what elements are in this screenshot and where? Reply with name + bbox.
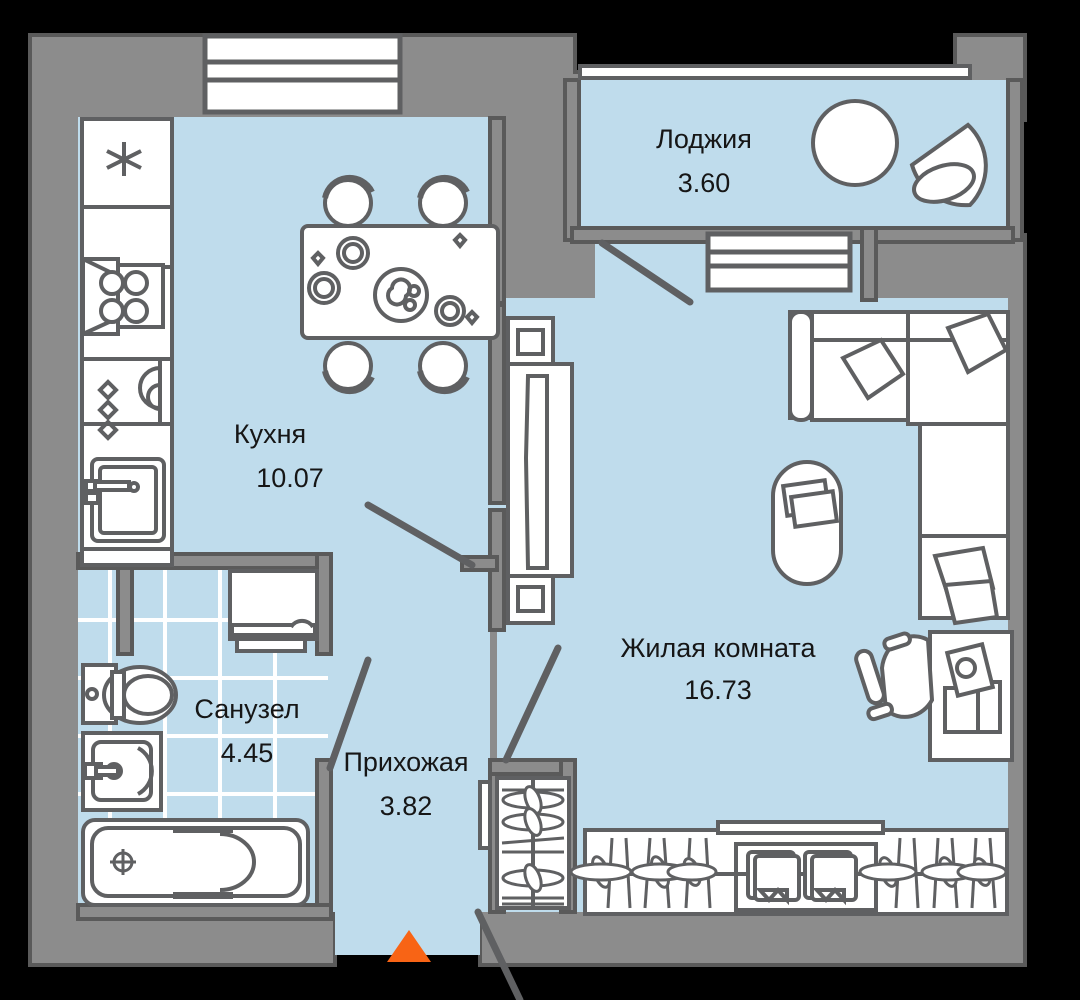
door-swings — [326, 239, 694, 1000]
bathtub — [81, 818, 310, 907]
fridge-icon — [106, 142, 142, 176]
corner-sofa — [788, 310, 1010, 626]
entrance-marker — [387, 930, 431, 962]
window-loggia-living — [705, 231, 853, 293]
hanging-chair — [909, 122, 988, 208]
window-kitchen — [202, 33, 403, 115]
toilet — [81, 663, 178, 725]
floor-loggia — [572, 80, 1020, 237]
kitchen-sink — [84, 457, 166, 543]
washbasin — [81, 731, 163, 812]
washing-machine — [228, 569, 319, 653]
dining-table — [300, 224, 500, 340]
room-label-loggia: Лоджия — [656, 124, 752, 154]
loggia-round-table — [811, 99, 899, 187]
room-area-living-room: 16.73 — [684, 675, 752, 705]
room-label-bathroom: Санузел — [194, 694, 299, 724]
desk — [928, 630, 1014, 762]
dining-chairs — [322, 174, 470, 395]
room-label-living-room: Жилая комната — [620, 633, 816, 663]
cooktop-hood — [81, 255, 165, 338]
room-label-kitchen: Кухня — [234, 419, 306, 449]
tv-unit — [506, 316, 574, 625]
hall-mirror — [478, 780, 492, 850]
coffee-table — [771, 460, 843, 586]
room-area-hallway: 3.82 — [380, 791, 433, 821]
room-area-loggia: 3.60 — [678, 168, 731, 198]
room-area-bathroom: 4.45 — [221, 738, 274, 768]
room-labels: Кухня 10.07 Лоджия 3.60 Жилая комната 16… — [194, 124, 816, 821]
shoe-cabinet — [495, 776, 571, 910]
room-label-hallway: Прихожая — [343, 747, 468, 777]
room-area-kitchen: 10.07 — [256, 463, 324, 493]
dishwasher — [97, 360, 162, 441]
wardrobe — [569, 820, 1009, 916]
office-chair — [854, 631, 935, 722]
window-loggia-outer — [578, 64, 972, 80]
